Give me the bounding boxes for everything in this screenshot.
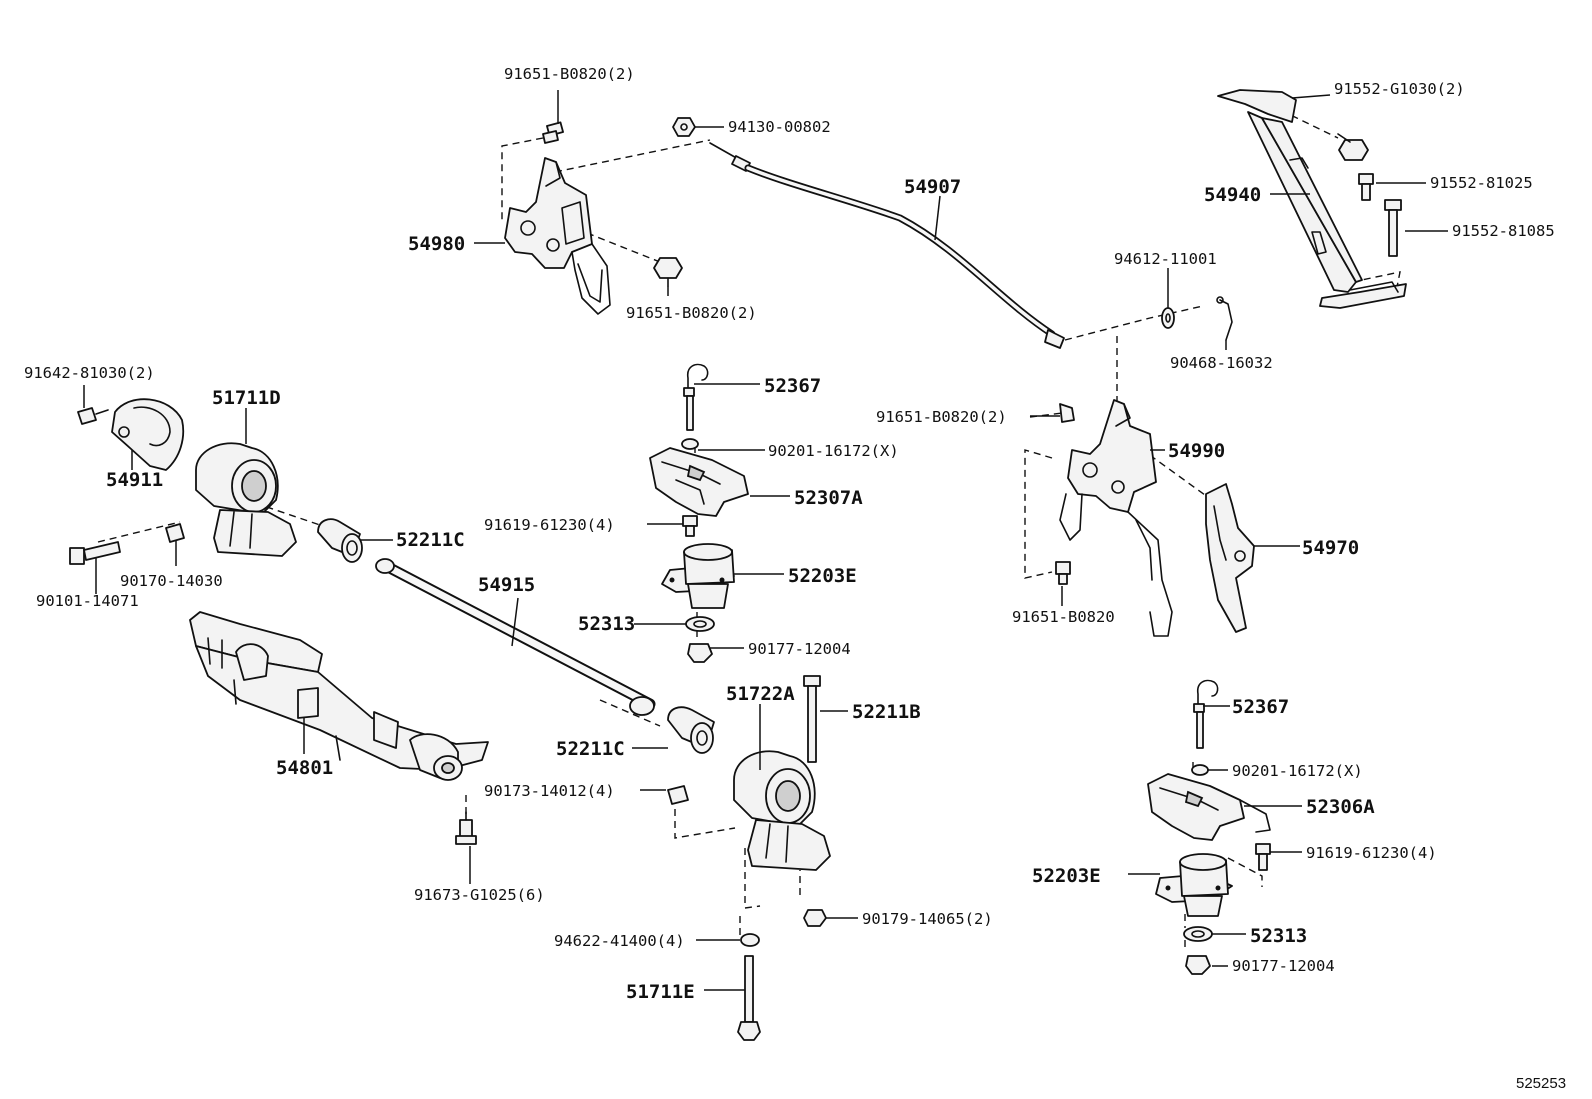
label-94612-11001: 94612-11001 (1114, 250, 1217, 268)
figure-number: 525253 (1516, 1075, 1566, 1092)
mount-52203e-top (661, 543, 735, 609)
label-91642-81030: 91642-81030(2) (24, 364, 155, 382)
label-52367-bottom: 52367 (1232, 696, 1289, 718)
nut-90177-bottom (1185, 955, 1211, 975)
label-52211c-bottom: 52211C (556, 738, 625, 760)
bracket-52307a (649, 447, 749, 517)
label-51722a: 51722A (726, 683, 795, 705)
label-52367-top: 52367 (764, 375, 821, 397)
label-52306a: 52306A (1306, 796, 1375, 818)
label-54801: 54801 (276, 757, 333, 779)
washer-94612 (1161, 307, 1175, 329)
label-91651-b0820-single: 91651-B0820 (1012, 608, 1115, 626)
label-94622-41400: 94622-41400(4) (554, 932, 685, 950)
label-91552-81085: 91552-81085 (1452, 222, 1555, 240)
label-51711e: 51711E (626, 981, 695, 1003)
clip-90468 (1216, 296, 1233, 341)
nut-90179 (803, 909, 827, 927)
label-52211c-top: 52211C (396, 529, 465, 551)
label-91673-g1025: 91673-G1025(6) (414, 886, 545, 904)
label-91651-b0820-right: 91651-B0820(2) (876, 408, 1007, 426)
label-90201-16172-top: 90201-16172(X) (768, 442, 899, 460)
label-52313-top: 52313 (578, 613, 635, 635)
bolt-91552-81085 (1384, 199, 1402, 257)
jack-54801 (189, 611, 489, 781)
bolt-51711e (737, 955, 761, 1041)
label-90101-14071: 90101-14071 (36, 592, 139, 610)
bushing-52211c-bottom (667, 706, 715, 754)
label-51711d: 51711D (212, 387, 281, 409)
nut-94130 (672, 117, 696, 137)
bolt-91673 (455, 811, 477, 845)
washer-94622 (740, 933, 760, 947)
rod-54915 (375, 558, 656, 716)
bolt-91619-right (1255, 843, 1271, 871)
bolt-91642 (77, 407, 109, 425)
bushing-mount-51722a (733, 750, 831, 871)
mount-52203e-bottom (1155, 853, 1233, 917)
bolt-91651-right (1059, 403, 1075, 423)
label-52203e-top: 52203E (788, 565, 857, 587)
washer-52313-top (685, 616, 715, 632)
leader-lines (83, 90, 1448, 991)
label-91552-81025: 91552-81025 (1430, 174, 1533, 192)
label-94130-00802: 94130-00802 (728, 118, 831, 136)
label-90468-16032: 90468-16032 (1170, 354, 1273, 372)
label-54970: 54970 (1302, 537, 1359, 559)
label-91619-61230-left: 91619-61230(4) (484, 516, 615, 534)
label-91619-61230-right: 91619-61230(4) (1306, 844, 1437, 862)
label-90177-12004-top: 90177-12004 (748, 640, 851, 658)
label-90201-16172-bottom: 90201-16172(X) (1232, 762, 1363, 780)
bracket-52306a (1147, 773, 1271, 841)
label-90170-14030: 90170-14030 (120, 572, 223, 590)
lever-bracket-54990 (1059, 399, 1173, 637)
bolt-91651-single (1055, 561, 1071, 585)
washer-90201-bottom (1191, 764, 1209, 776)
label-54915: 54915 (478, 574, 535, 596)
cap-54911 (111, 398, 185, 471)
label-54911: 54911 (106, 469, 163, 491)
label-90177-12004-bottom: 90177-12004 (1232, 957, 1335, 975)
bolt-90101 (69, 541, 121, 565)
bolt-91552-81025 (1358, 173, 1374, 201)
hook-52367-top (683, 363, 709, 431)
nut-90170 (165, 523, 185, 543)
bracket-54970 (1205, 483, 1255, 633)
nut-90173 (667, 785, 689, 805)
label-54990: 54990 (1168, 440, 1225, 462)
label-52203e-bottom: 52203E (1032, 865, 1101, 887)
label-54980: 54980 (408, 233, 465, 255)
washer-52313-bottom (1183, 926, 1213, 942)
cable-54907 (709, 142, 1065, 349)
label-52307a: 52307A (794, 487, 863, 509)
bolt-91651-mid (653, 257, 683, 287)
bolt-91552-g1030 (1337, 133, 1369, 161)
part-labels: 91651-B0820(2) 94130-00802 54907 91552-G… (24, 65, 1566, 1092)
bolt-91651-top (542, 121, 564, 144)
bushing-mount-51711d (195, 442, 297, 557)
bolt-91619-left (682, 515, 698, 537)
hook-52367-bottom (1193, 679, 1219, 749)
jack-handle-54940 (1217, 89, 1407, 309)
bolt-52211b (803, 675, 821, 763)
label-90179-14065: 90179-14065(2) (862, 910, 993, 928)
bushing-52211c-top (317, 518, 363, 563)
label-91651-b0820-mid: 91651-B0820(2) (626, 304, 757, 322)
label-54940: 54940 (1204, 184, 1261, 206)
label-52313-bottom: 52313 (1250, 925, 1307, 947)
label-91552-g1030: 91552-G1030(2) (1334, 80, 1465, 98)
nut-90177-top (687, 643, 713, 663)
lever-bracket-54980 (504, 157, 611, 315)
washer-90201-top (681, 438, 699, 450)
label-91651-b0820-top: 91651-B0820(2) (504, 65, 635, 83)
label-52211b: 52211B (852, 701, 921, 723)
label-90173-14012: 90173-14012(4) (484, 782, 615, 800)
label-54907: 54907 (904, 176, 961, 198)
